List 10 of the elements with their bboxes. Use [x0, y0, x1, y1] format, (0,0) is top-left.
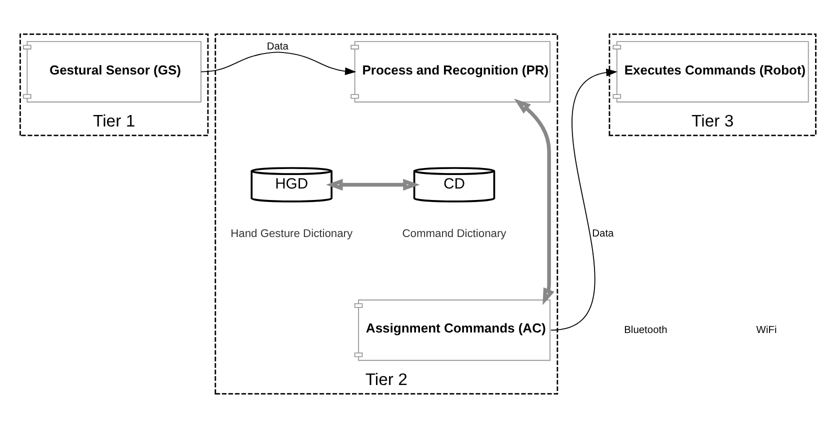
arrow: [550, 68, 618, 331]
arrow: [326, 178, 420, 191]
label: Bluetooth: [624, 324, 668, 336]
label: WiFi: [756, 324, 777, 336]
arrow: [514, 98, 554, 306]
edge-label: Data: [266, 41, 288, 52]
edge-label: Data: [592, 228, 614, 240]
arrow: [200, 52, 356, 76]
node-label: Hand Gesture Dictionary: [230, 228, 353, 240]
node-label: Command Dictionary: [402, 228, 506, 240]
